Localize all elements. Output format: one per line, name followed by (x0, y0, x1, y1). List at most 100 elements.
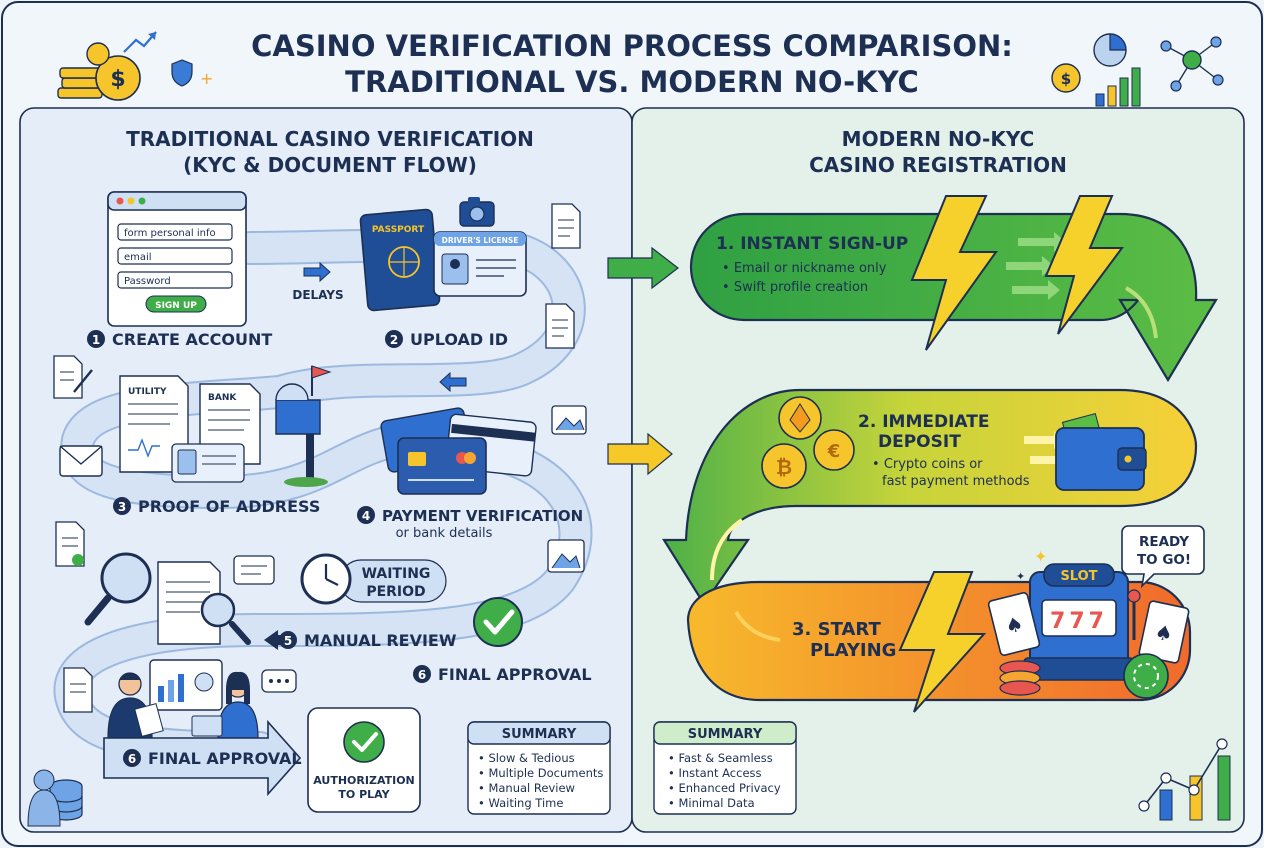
license-label: DRIVER'S LICENSE (442, 236, 519, 245)
svg-text:$: $ (1061, 70, 1071, 88)
utility-label: UTILITY (128, 387, 167, 397)
modern-summary-item: • Instant Access (668, 766, 762, 780)
slot-label: SLOT (1060, 569, 1097, 584)
step-4-text: PAYMENT VERIFICATION (382, 507, 583, 525)
chat-bubble-icon (233, 555, 275, 585)
id-card-icon (171, 443, 245, 483)
bar-chart-icon (1095, 67, 1141, 107)
traditional-heading-line-1: TRADITIONAL CASINO VERIFICATION (126, 127, 534, 151)
slot-reels: 777 (1050, 609, 1108, 634)
title-line-1: CASINO VERIFICATION PROCESS COMPARISON: (251, 29, 1013, 63)
step-6b-number: 6 (128, 752, 136, 766)
personal-info-field[interactable] (117, 223, 233, 241)
pie-chart-icon (1093, 33, 1127, 67)
sign-up-button[interactable] (145, 295, 207, 313)
svg-text:♠: ♠ (1153, 619, 1176, 646)
growth-chart-icon (1138, 738, 1231, 821)
dollar-coin-icon: $ (1051, 63, 1081, 93)
wallet-icon (1055, 413, 1147, 491)
sparkle-icon: ✦ (1016, 570, 1025, 583)
traditional-summary-item: • Multiple Documents (478, 766, 603, 780)
ready-line-1: READY (1139, 534, 1189, 550)
password-field[interactable] (117, 271, 233, 289)
document-icon (551, 203, 581, 249)
document-icon (545, 303, 575, 349)
bank-label: BANK (208, 393, 237, 403)
magnifier-icon (200, 592, 251, 645)
lightning-bolt-icon (898, 571, 987, 713)
camera-icon (459, 197, 495, 227)
modern-step-3-title-1: 3. START (792, 619, 881, 640)
lightning-bolt-icon (910, 195, 998, 351)
modern-summary-item: • Enhanced Privacy (668, 781, 781, 795)
back-arrow-icon (439, 371, 467, 393)
credit-cards-icon (380, 407, 537, 495)
shield-icon (171, 59, 193, 87)
title-line-2: TRADITIONAL VS. MODERN NO-KYC (345, 65, 919, 99)
traditional-summary-item: • Slow & Tedious (478, 751, 575, 765)
modern-step-1-bullet: • Swift profile creation (722, 280, 868, 295)
modern-step-1-title: 1. INSTANT SIGN-UP (716, 234, 908, 254)
step-6-label: 6 FINAL APPROVAL (413, 665, 592, 684)
network-icon (1160, 36, 1224, 92)
ready-to-go-bubble: READY TO GO! (1121, 525, 1205, 589)
traditional-heading-line-2: (KYC & DOCUMENT FLOW) (183, 153, 477, 177)
ethereum-coin-icon (778, 396, 822, 440)
reviewer-person-icon (107, 672, 164, 739)
transition-arrow-green (607, 246, 679, 290)
step-6-text: FINAL APPROVAL (438, 665, 592, 684)
waiting-period-line-1: WAITING (362, 566, 431, 582)
utility-bill-icon: UTILITY (119, 375, 189, 473)
step-1-number: 1 (92, 333, 100, 347)
step-3-label: 3 PROOF OF ADDRESS (113, 497, 320, 516)
svg-text:€: € (827, 441, 841, 462)
clock-icon (300, 553, 447, 605)
magnifier-icon (84, 552, 152, 626)
review-documents-icon (157, 561, 221, 645)
mailbox-icon (275, 365, 332, 487)
authorization-line-1: AUTHORIZATION (313, 774, 415, 787)
authorization-line-2: TO PLAY (338, 788, 390, 801)
reviewer-person-icon (191, 671, 259, 739)
sparkle-icon: ✦ (1034, 547, 1047, 566)
modern-heading-line-1: MODERN NO-KYC (842, 127, 1035, 151)
step-2-number: 2 (390, 333, 398, 347)
passport-icon: PASSPORT (359, 208, 441, 312)
step-3-text: PROOF OF ADDRESS (138, 497, 320, 516)
step-5-text: MANUAL REVIEW (304, 631, 457, 650)
image-icon (547, 539, 585, 573)
turn-arrow-icon (710, 286, 1158, 642)
svg-text:$: $ (110, 67, 125, 92)
step-6b-text: FINAL APPROVAL (148, 749, 302, 768)
traditional-summary-item: • Waiting Time (478, 796, 563, 810)
coins-stack-icon: $ (57, 31, 157, 101)
ready-line-2: TO GO! (1137, 552, 1191, 568)
email-field[interactable] (117, 247, 233, 265)
step-1-text: CREATE ACCOUNT (112, 330, 272, 349)
svg-text:♠: ♠ (1003, 611, 1026, 639)
step-4-label: 4 PAYMENT VERIFICATION or bank details (357, 506, 583, 541)
signup-form-window: form personal info email Password SIGN U… (107, 191, 247, 327)
delays-arrow-icon (303, 261, 331, 283)
check-icon (343, 721, 385, 763)
bitcoin-coin-icon: ₿ (761, 443, 807, 489)
document-edit-icon (53, 355, 93, 399)
poker-chips-icon (999, 653, 1169, 699)
waiting-period-line-2: PERIOD (366, 584, 425, 600)
authorization-box: AUTHORIZATION TO PLAY (307, 707, 421, 813)
delays-label: DELAYS (292, 288, 343, 302)
email-field-label: email (124, 252, 152, 263)
modern-summary-item: • Fast & Seamless (668, 751, 773, 765)
modern-summary-title: SUMMARY (688, 727, 763, 742)
modern-step-2-title-2: DEPOSIT (878, 432, 961, 452)
modern-step-3-title-2: PLAYING (810, 640, 896, 661)
step-2-label: 2 UPLOAD ID (385, 330, 508, 349)
step-4-subtext: or bank details (396, 526, 493, 541)
sign-up-button-label: SIGN UP (155, 301, 197, 311)
step-6-number: 6 (418, 668, 426, 682)
step-6b-label: 6 FINAL APPROVAL (123, 749, 302, 768)
transition-arrow-yellow (607, 432, 673, 476)
svg-text:₿: ₿ (776, 455, 792, 479)
traditional-summary-box: SUMMARY • Slow & Tedious • Multiple Docu… (467, 721, 611, 815)
